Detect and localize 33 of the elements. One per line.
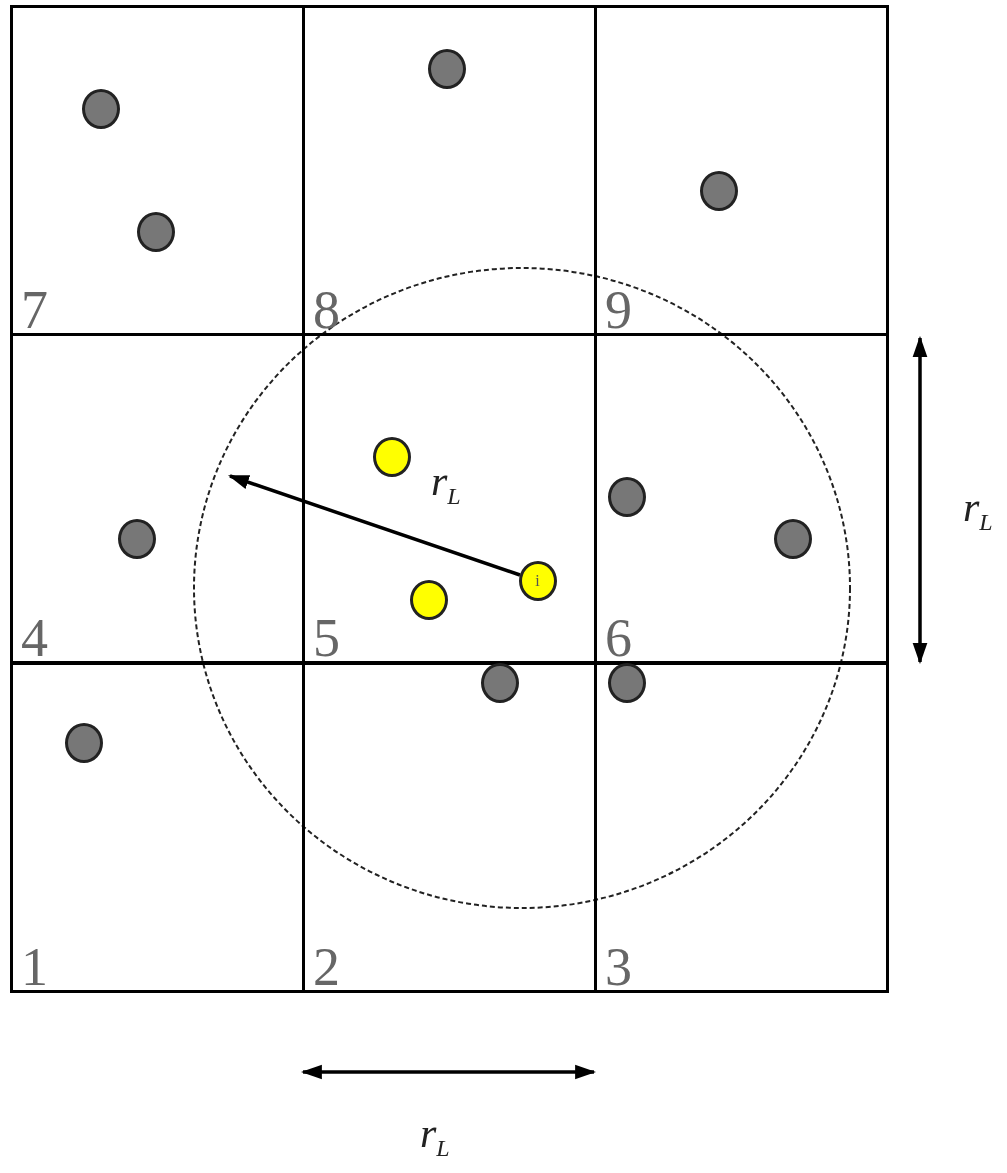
particle-dot — [64, 722, 103, 763]
grid-cell — [302, 662, 597, 993]
cell-number: 5 — [313, 611, 340, 665]
particle-dot — [607, 476, 646, 517]
cell-number: 8 — [313, 283, 340, 337]
particle-dot — [427, 48, 466, 89]
particle-dot — [518, 560, 557, 601]
cell-number: 7 — [21, 283, 48, 337]
particle-dot — [480, 662, 519, 703]
cell-number: 3 — [605, 940, 632, 994]
grid-cell — [10, 5, 305, 336]
grid-cell — [594, 662, 889, 993]
particle-dot — [773, 518, 812, 559]
particle-dot — [372, 436, 411, 477]
particle-label: i — [535, 572, 540, 589]
particle-dot — [607, 662, 646, 703]
particle-dot — [81, 88, 120, 129]
grid-cell — [594, 333, 889, 664]
grid-cell — [10, 662, 305, 993]
grid-cell — [594, 5, 889, 336]
cell-number: 4 — [21, 611, 48, 665]
particle-dot — [409, 579, 448, 620]
cell-number: 2 — [313, 940, 340, 994]
grid-cell — [10, 333, 305, 664]
cell-number: 1 — [21, 940, 48, 994]
particle-dot — [699, 170, 738, 211]
cell-number: 9 — [605, 283, 632, 337]
radius-label: r$_{L}$ — [431, 460, 461, 509]
particle-dot — [136, 211, 175, 252]
radius-label: r$_{L}$ — [420, 1112, 450, 1161]
cell-number: 6 — [605, 611, 632, 665]
particle-dot — [117, 518, 156, 559]
radius-label: r$_{L}$ — [963, 486, 993, 535]
